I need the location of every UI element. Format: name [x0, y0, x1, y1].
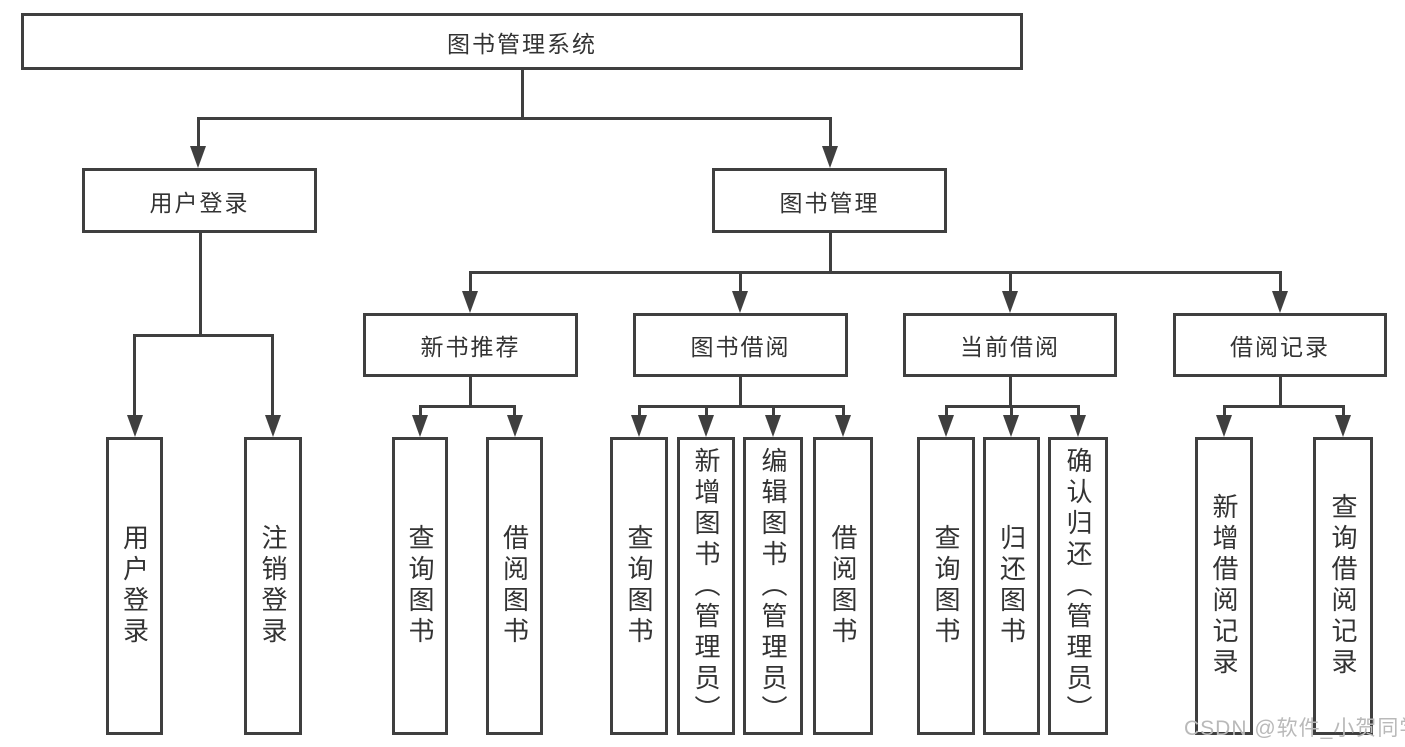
leaf-confirm-return-admin: 确认归还（管理员）	[1048, 437, 1108, 735]
node-label: 图书管理	[779, 189, 880, 216]
leaf-label: 查询借阅记录	[1328, 493, 1358, 679]
leaf-label: 编辑图书（管理员）	[758, 446, 788, 726]
leaf-label: 注销登录	[258, 524, 288, 648]
arrow-down-icon	[631, 415, 647, 437]
leaf-add-borrow-record: 新增借阅记录	[1195, 437, 1253, 735]
arrow-down-icon	[698, 415, 714, 437]
leaf-label: 新增借阅记录	[1209, 493, 1239, 679]
connector-line	[944, 406, 948, 418]
leaf-query-books-newrec: 查询图书	[392, 437, 448, 735]
leaf-return-books: 归还图书	[983, 437, 1040, 735]
arrow-down-icon	[1070, 415, 1086, 437]
connector-line	[468, 377, 472, 406]
leaf-logout: 注销登录	[244, 437, 302, 735]
arrow-down-icon	[506, 415, 523, 437]
connector-line	[418, 404, 516, 408]
node-book-management: 图书管理	[712, 168, 947, 233]
connector-line	[198, 233, 202, 335]
connector-line	[1222, 404, 1345, 408]
connector-line	[468, 270, 1282, 274]
node-label: 用户登录	[149, 189, 250, 216]
node-new-book-recommend: 新书推荐	[363, 313, 578, 377]
leaf-add-books-admin: 新增图书（管理员）	[677, 437, 735, 735]
connector-line	[520, 70, 524, 118]
connector-line	[738, 377, 742, 406]
node-label: 新书推荐	[420, 334, 521, 360]
arrow-down-icon	[1272, 291, 1288, 313]
leaf-label: 查询图书	[405, 524, 435, 648]
connector-line	[704, 406, 708, 418]
arrow-down-icon	[264, 415, 281, 437]
leaf-label: 借阅图书	[828, 524, 858, 648]
connector-line	[828, 118, 832, 150]
connector-line	[1076, 406, 1080, 418]
arrow-down-icon	[1002, 291, 1018, 313]
connector-line	[196, 118, 200, 150]
arrow-down-icon	[412, 415, 428, 437]
leaf-label: 新增图书（管理员）	[691, 446, 721, 726]
arrow-down-icon	[765, 415, 781, 437]
connector-line	[513, 406, 516, 418]
node-label: 图书管理系统	[447, 30, 597, 57]
leaf-label: 归还图书	[996, 524, 1027, 648]
arrow-down-icon	[462, 291, 478, 313]
node-label: 借阅记录	[1230, 334, 1330, 360]
connector-line	[1278, 272, 1282, 294]
leaf-query-borrow-record: 查询借阅记录	[1313, 437, 1373, 735]
arrow-down-icon	[822, 146, 838, 168]
arrow-down-icon	[1335, 415, 1351, 437]
arrow-down-icon	[938, 415, 954, 437]
connector-line	[841, 406, 845, 418]
leaf-label: 查询图书	[931, 524, 961, 648]
arrow-down-icon	[190, 146, 206, 168]
connector-line	[738, 272, 742, 294]
arrow-down-icon	[126, 415, 143, 437]
leaf-query-books-borrowing: 查询图书	[610, 437, 668, 735]
connector-line	[1341, 406, 1345, 418]
node-borrowing-records: 借阅记录	[1173, 313, 1387, 377]
leaf-query-books-current: 查询图书	[917, 437, 975, 735]
leaf-borrow-books-newrec: 借阅图书	[486, 437, 543, 735]
connector-line	[637, 406, 641, 418]
leaf-label: 确认归还（管理员）	[1063, 446, 1093, 726]
connector-line	[133, 335, 136, 417]
connector-line	[468, 272, 472, 294]
connector-line	[1008, 272, 1012, 294]
leaf-user-login: 用户登录	[106, 437, 163, 735]
node-library-system: 图书管理系统	[21, 13, 1023, 70]
leaf-label: 用户登录	[119, 524, 150, 648]
arrow-down-icon	[1003, 415, 1019, 437]
node-book-borrowing: 图书借阅	[633, 313, 848, 377]
node-label: 当前借阅	[960, 334, 1060, 360]
watermark: CSDN @软件_小贺同学	[1184, 717, 1405, 740]
leaf-label: 查询图书	[624, 524, 654, 648]
connector-line	[1008, 377, 1012, 406]
connector-line	[418, 406, 422, 418]
connector-line	[771, 406, 775, 418]
leaf-edit-books-admin: 编辑图书（管理员）	[743, 437, 803, 735]
connector-line	[637, 404, 845, 408]
connector-line	[1222, 406, 1226, 418]
arrow-down-icon	[732, 291, 748, 313]
connector-line	[828, 233, 832, 272]
node-label: 图书借阅	[690, 334, 791, 360]
node-user-login: 用户登录	[82, 168, 317, 233]
arrow-down-icon	[1216, 415, 1232, 437]
connector-line	[1009, 406, 1013, 418]
leaf-label: 借阅图书	[499, 524, 530, 648]
connector-line	[196, 116, 832, 120]
arrow-down-icon	[835, 415, 851, 437]
connector-line	[271, 335, 274, 417]
connector-line	[133, 333, 274, 337]
connector-line	[1278, 377, 1282, 406]
leaf-borrow-books-borrowing: 借阅图书	[813, 437, 873, 735]
node-current-borrowing: 当前借阅	[903, 313, 1117, 377]
